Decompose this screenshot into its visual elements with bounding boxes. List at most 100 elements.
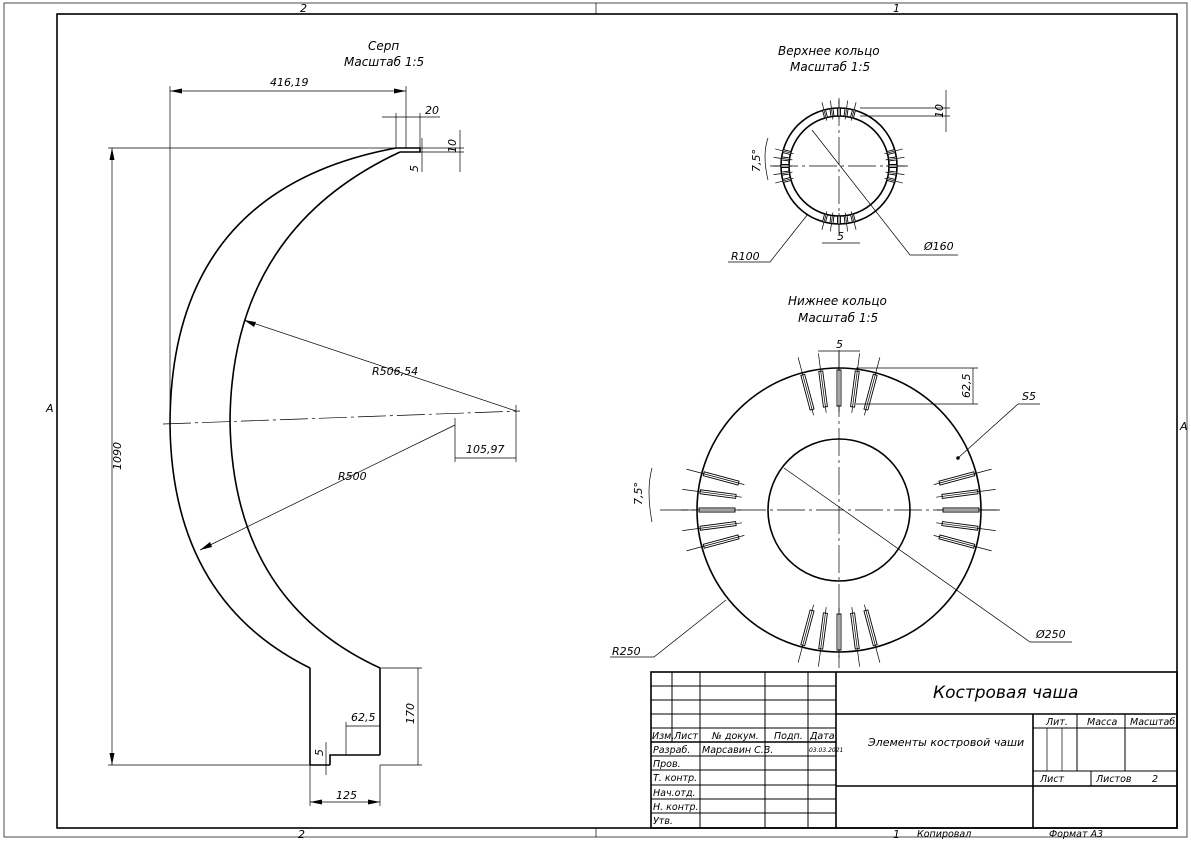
zone-label-right: A	[1179, 420, 1188, 433]
lower-dim-radius-text: R250	[612, 645, 641, 658]
tb-lit: Лит.	[1045, 717, 1068, 728]
serp-outer-arc	[169, 147, 397, 669]
dim-tip-width-text: 20	[425, 104, 439, 117]
serp-center-axis	[162, 410, 521, 425]
slot-ext-line	[818, 607, 827, 667]
dim-gap-text: 5	[313, 749, 326, 756]
dim-leg-height-text: 170	[404, 703, 417, 724]
tb-nkontr: Н. контр.	[653, 802, 699, 813]
slot-ext-line	[775, 148, 794, 155]
upper-ring-scale: Масштаб 1:5	[790, 60, 870, 74]
tb-prov: Пров.	[653, 759, 681, 770]
dim-center-text: 105,97	[466, 443, 505, 456]
slot-ext-line	[773, 157, 793, 161]
slot-ext-line	[933, 535, 992, 552]
slot-ext-line	[797, 357, 814, 416]
dim-width-text: 416,19	[270, 76, 309, 89]
tb-masshtab: Масштаб	[1130, 717, 1175, 728]
dim-legw-arrow-right	[368, 799, 380, 805]
inner-frame	[56, 13, 1178, 829]
slot-ext-line	[682, 489, 742, 498]
slot-ext-line	[773, 171, 793, 175]
slot-ext-line	[830, 100, 834, 120]
slot-ext-line	[818, 353, 827, 413]
slot-ext-line	[686, 535, 745, 552]
dim-r-outer-arrow	[244, 320, 256, 327]
slot-ext-line	[885, 157, 905, 161]
upper-dim-angle-arc	[764, 137, 769, 181]
lower-ring-slots	[681, 352, 997, 668]
zone-label-top-right: 1	[893, 2, 900, 15]
lower-dim-angle-text: 7,5°	[632, 482, 645, 505]
serp-title: Серп	[368, 39, 399, 53]
dim-tip-height-text: 10	[446, 139, 459, 153]
lower-dim-diameter-text: Ø250	[1035, 628, 1066, 641]
zone-label-bottom-right: 1	[893, 828, 900, 841]
serp-view: Серп Масштаб 1:5 1090 416,19 20	[108, 39, 521, 806]
tb-author: Марсавин С.В.	[702, 745, 773, 756]
lower-dim-thickness-dot	[956, 456, 960, 460]
dim-legw-text: 125	[336, 789, 357, 802]
tb-head-doc: № докум.	[711, 731, 759, 742]
tb-sheets-label: Листов	[1095, 774, 1132, 785]
dim-height-arrow-top	[109, 148, 115, 160]
dim-legw-arrow-left	[310, 799, 322, 805]
tb-utv: Утв.	[653, 816, 673, 827]
lower-ring-scale: Масштаб 1:5	[798, 311, 878, 325]
slot-ext-line	[844, 212, 848, 232]
slot-ext-line	[850, 211, 857, 230]
slot-ext-line	[936, 489, 996, 498]
tb-head-list: Лист	[673, 731, 699, 742]
slot-ext-line	[884, 148, 903, 155]
slot-ext-line	[864, 604, 881, 663]
tb-sheet-label: Лист	[1039, 774, 1065, 785]
tb-massa: Масса	[1087, 717, 1117, 728]
dim-width-arrow-right	[394, 88, 406, 94]
dim-r-outer-line	[243, 319, 517, 412]
slot-ext-line	[850, 102, 857, 121]
tb-tkontr: Т. контр.	[653, 773, 697, 784]
dim-r-outer-text: R506,54	[372, 365, 418, 378]
slot-ext-line	[864, 357, 881, 416]
slot-ext-line	[821, 102, 828, 121]
serp-notch	[329, 754, 380, 765]
tb-name: Костровая чаша	[933, 683, 1078, 703]
slot-ext-line	[884, 177, 903, 184]
tb-author-date: 03.03.2021	[809, 747, 843, 754]
upper-dim-radius-text: R100	[731, 250, 760, 263]
dim-width-arrow-left	[170, 88, 182, 94]
dim-tip-offset-text: 5	[408, 165, 421, 172]
lower-dim-diameter-leader	[783, 467, 1072, 643]
tb-subject: Элементы костровой чаши	[867, 736, 1024, 749]
upper-ring-title: Верхнее кольцо	[778, 44, 880, 58]
dim-r-inner-arrow	[200, 542, 212, 550]
tb-rows	[651, 685, 836, 814]
upper-dim-diameter-leader	[811, 129, 958, 256]
slot-ext-line	[885, 171, 905, 175]
upper-ring-slots	[773, 100, 905, 232]
tb-nachotd: Нач.отд.	[653, 788, 696, 799]
slot-ext-line	[936, 522, 996, 531]
lower-dim-thickness-leader	[957, 403, 1040, 459]
tb-head-izm: Изм.	[652, 731, 674, 742]
tb-sheets-value: 2	[1152, 774, 1158, 785]
slot-ext-line	[797, 604, 814, 663]
serp-scale: Масштаб 1:5	[344, 55, 424, 69]
lower-dim-depth-text: 62,5	[960, 374, 973, 399]
tb-head-sign: Подп.	[774, 731, 803, 742]
title-block-frame	[650, 671, 1178, 829]
upper-dim-diameter-text: Ø160	[923, 240, 954, 253]
slot-ext-line	[821, 211, 828, 230]
lower-dim-angle-arc	[648, 467, 653, 523]
upper-dim-radius-leader	[728, 213, 809, 263]
slot-ext-line	[933, 468, 992, 485]
zone-label-top-left: 2	[300, 2, 307, 15]
upper-ring-view: Верхнее кольцо Масштаб 1:5 10 7,5° 5 R10…	[728, 44, 958, 263]
slot-ext-line	[686, 468, 745, 485]
lower-dim-thickness-text: S5	[1022, 390, 1036, 403]
dim-height-arrow-bottom	[109, 753, 115, 765]
upper-dim-gap-text: 5	[837, 230, 844, 243]
title-block: Костровая чаша Элементы костровой чаши И…	[650, 671, 1178, 829]
tb-razrab: Разраб.	[653, 745, 690, 756]
